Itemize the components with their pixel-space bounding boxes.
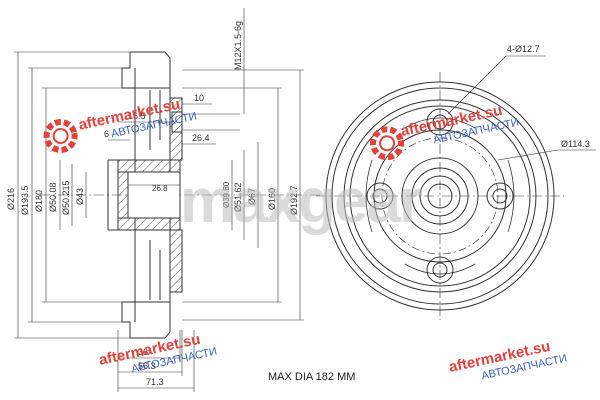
dimension-lines-left: [14, 8, 304, 392]
watermark-brand: maxgear: [180, 167, 425, 236]
pcd-label: Ø114.3: [561, 139, 590, 149]
brand-watermark-text: maxgear: [180, 167, 423, 236]
dim-193-5: Ø193.5: [20, 185, 30, 215]
stud-hole-left: [366, 182, 394, 210]
stud-hole-right: [486, 182, 514, 210]
dim-26-8: 26.8: [152, 184, 168, 193]
stud-hole-top: [426, 108, 454, 136]
dimension-labels-left: Ø216 Ø193.5 Ø180 Ø50.08 Ø50.215 Ø43: [6, 180, 85, 215]
dim-6: 6: [104, 129, 109, 139]
section-view: [40, 51, 320, 339]
watermark-bottom-right: aftermarket.su АВТОЗАПЧАСТИ: [447, 338, 568, 383]
dimension-labels-inner: Ø39.80 Ø51.62 Ø67 Ø160 Ø192.7 M12X1.5-6g: [222, 21, 299, 215]
dim-50-215: Ø50.215: [61, 180, 71, 215]
gear-icon: [43, 118, 78, 153]
dim-50-08: Ø50.08: [48, 182, 58, 212]
dimension-labels-bottom: 36 56.3 71.3: [138, 347, 164, 387]
dim-56-3: 56.3: [138, 361, 156, 371]
front-view: [316, 55, 596, 320]
gear-icon: [370, 126, 405, 161]
dim-16-5: 16.5: [128, 111, 146, 121]
dim-160: Ø160: [267, 188, 277, 210]
dim-39-80: Ø39.80: [222, 181, 231, 208]
dim-10: 10: [194, 93, 204, 103]
dim-26-4: 26.4: [192, 133, 210, 143]
dim-192-7: Ø192.7: [289, 185, 299, 215]
dim-180: Ø180: [34, 190, 44, 212]
dim-43: Ø43: [75, 188, 85, 205]
dim-36: 36: [138, 347, 148, 357]
front-view-labels: 4-Ø12.7 Ø114.3: [507, 44, 590, 149]
dim-51-62: Ø51.62: [233, 182, 243, 212]
max-diameter-caption: MAX DIA 182 MM: [268, 371, 355, 383]
dimension-labels-top: 10 16.5 6 26.4 26.8: [104, 93, 210, 193]
dim-67: Ø67: [247, 188, 257, 205]
watermark-bottom-left: aftermarket.su АВТОЗАПЧАСТИ: [97, 331, 218, 376]
holes-label: 4-Ø12.7: [507, 44, 540, 54]
dim-216: Ø216: [6, 188, 16, 210]
thread-label: M12X1.5-6g: [233, 21, 243, 70]
stud-hole-bottom: [426, 256, 454, 284]
dim-71-3: 71.3: [146, 377, 164, 387]
